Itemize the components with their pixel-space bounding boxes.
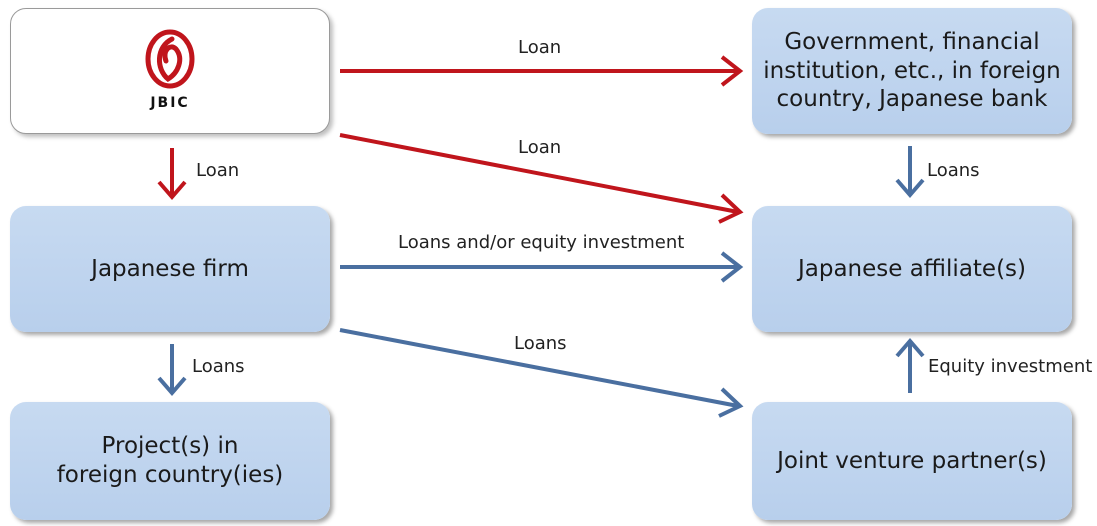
arrow-jbic-to-affiliate	[339, 133, 744, 224]
arrow-jv-to-affiliate	[895, 337, 925, 393]
arrow-jbic-to-firm	[157, 148, 187, 201]
label-jbic-to-government: Loan	[518, 37, 562, 58]
jbic-box: JBIC	[10, 8, 330, 134]
label-jbic-to-affiliate: Loan	[518, 137, 562, 158]
japanese-firm-box-text: Japanese firm	[91, 255, 249, 282]
government-box: Government, financial institution, etc.,…	[752, 8, 1072, 134]
projects-box-text: Project(s) in foreign country(ies)	[56, 433, 284, 488]
jbic-logo-text: JBIC	[150, 95, 190, 112]
arrow-firm-to-projects	[157, 344, 187, 397]
label-firm-to-affiliate: Loans and/or equity investment	[398, 232, 685, 253]
arrow-firm-to-affiliate	[340, 251, 744, 283]
label-firm-to-projects: Loans	[192, 356, 245, 377]
japanese-affiliate-box: Japanese affiliate(s)	[752, 206, 1072, 332]
jv-partner-box: Joint venture partner(s)	[752, 402, 1072, 520]
government-box-text: Government, financial institution, etc.,…	[763, 28, 1061, 113]
label-firm-to-jv: Loans	[514, 333, 567, 354]
japanese-firm-box: Japanese firm	[10, 206, 330, 332]
arrow-firm-to-jv	[339, 328, 744, 418]
arrow-government-to-affiliate	[895, 146, 925, 199]
label-jv-to-affiliate: Equity investment	[928, 356, 1093, 377]
jbic-logo-icon	[145, 29, 195, 89]
label-government-to-affiliate: Loans	[927, 160, 980, 181]
projects-box: Project(s) in foreign country(ies)	[10, 402, 330, 520]
jv-partner-box-text: Joint venture partner(s)	[777, 447, 1047, 474]
arrow-jbic-to-government	[340, 55, 744, 87]
label-jbic-to-firm: Loan	[196, 160, 240, 181]
japanese-affiliate-box-text: Japanese affiliate(s)	[797, 255, 1027, 282]
